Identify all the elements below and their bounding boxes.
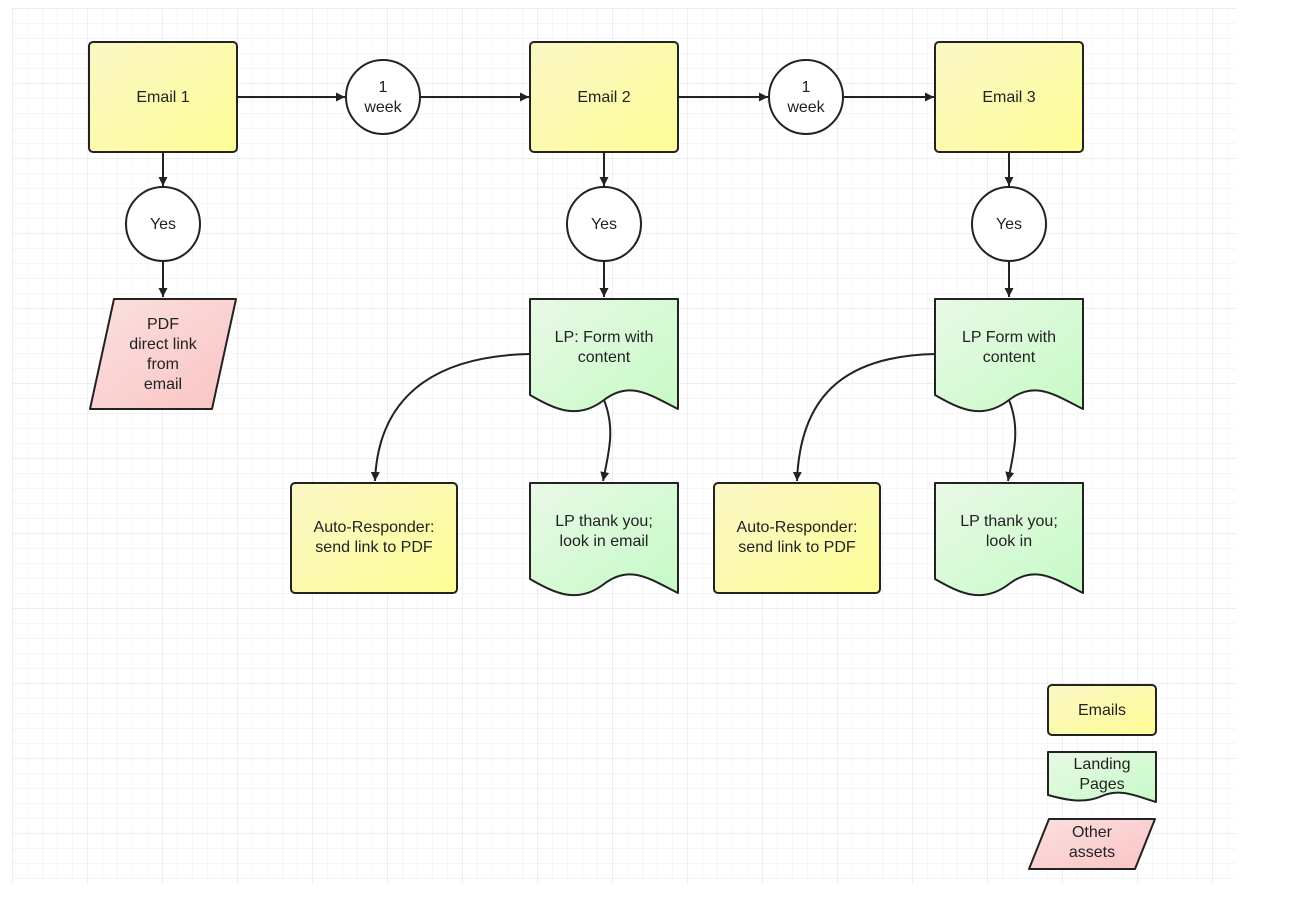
node-lp-form-3[interactable]: LP Form with content xyxy=(934,298,1084,413)
node-wait-1-label-line-1: 1 xyxy=(379,79,388,96)
node-wait-2[interactable]: 1 week xyxy=(768,59,844,135)
node-email-1[interactable]: Email 1 xyxy=(88,41,238,153)
arrow-lpform2-to-autoresponder2[interactable] xyxy=(370,353,531,482)
legend-other-assets-label-line-2: assets xyxy=(1069,844,1115,861)
node-yes-2[interactable]: Yes xyxy=(566,186,642,262)
node-yes-2-label-line-1: Yes xyxy=(591,216,617,233)
node-wait-1[interactable]: 1 week xyxy=(345,59,421,135)
node-lp-form-2-label: LP: Form with content xyxy=(555,329,654,366)
node-yes-3[interactable]: Yes xyxy=(971,186,1047,262)
node-email-1-label-line-1: Email 1 xyxy=(136,89,189,106)
legend-emails: Emails xyxy=(1047,684,1157,736)
node-yes-1[interactable]: Yes xyxy=(125,186,201,262)
node-lp-thanks-3-label-line-2: look in xyxy=(986,533,1032,550)
node-autoresponder-3-label: Auto-Responder: send link to PDF xyxy=(737,519,858,556)
legend-other-assets-label: Other assets xyxy=(1069,824,1115,861)
node-lp-form-3-label: LP Form with content xyxy=(962,329,1056,366)
node-lp-form-3-label-line-1: LP Form with xyxy=(962,329,1056,346)
node-lp-thanks-2-label-line-2: look in email xyxy=(560,533,649,550)
node-wait-1-label: 1 week xyxy=(363,79,402,116)
node-yes-3-label-line-1: Yes xyxy=(996,216,1022,233)
node-pdf-direct-link-label-line-4: email xyxy=(144,376,182,393)
node-pdf-direct-link-label-line-3: from xyxy=(147,356,179,373)
node-wait-1-label-line-2: week xyxy=(363,99,402,116)
node-lp-form-2-label-line-2: content xyxy=(578,349,631,366)
node-pdf-direct-link-label-line-1: PDF xyxy=(147,316,179,333)
grid-major xyxy=(12,8,1236,883)
connectors xyxy=(158,92,1017,482)
node-autoresponder-2[interactable]: Auto-Responder: send link to PDF xyxy=(290,482,458,594)
node-email-3-label: Email 3 xyxy=(982,89,1035,106)
node-lp-thanks-2-label: LP thank you; look in email xyxy=(555,513,653,550)
node-email-2[interactable]: Email 2 xyxy=(529,41,679,153)
legend-other-assets-label-line-1: Other xyxy=(1072,824,1113,841)
node-wait-2-label: 1 week xyxy=(786,79,825,116)
node-lp-thanks-3-label: LP thank you; look in xyxy=(960,513,1058,550)
legend-landing-pages-label-line-2: Pages xyxy=(1079,776,1124,793)
node-autoresponder-3[interactable]: Auto-Responder: send link to PDF xyxy=(713,482,881,594)
legend-other-assets: Other assets xyxy=(1028,818,1156,870)
node-autoresponder-2-label-line-2: send link to PDF xyxy=(315,539,433,556)
node-lp-thanks-3[interactable]: LP thank you; look in xyxy=(934,482,1084,597)
node-autoresponder-2-label-line-1: Auto-Responder: xyxy=(314,519,435,536)
legend-emails-label: Emails xyxy=(1078,702,1126,719)
node-lp-form-2-label-line-1: LP: Form with xyxy=(555,329,654,346)
node-pdf-direct-link-label-line-2: direct link xyxy=(129,336,198,353)
legend-landing-pages-label-line-1: Landing xyxy=(1074,756,1131,773)
arrow-lpform2-to-thanks2[interactable] xyxy=(600,399,612,482)
node-lp-form-3-label-line-2: content xyxy=(983,349,1036,366)
legend-emails-label-line-1: Emails xyxy=(1078,702,1126,719)
node-yes-1-label-line-1: Yes xyxy=(150,216,176,233)
node-autoresponder-2-label: Auto-Responder: send link to PDF xyxy=(314,519,435,556)
node-email-2-label: Email 2 xyxy=(577,89,630,106)
node-email-1-label: Email 1 xyxy=(136,89,189,106)
node-email-3[interactable]: Email 3 xyxy=(934,41,1084,153)
node-yes-3-label: Yes xyxy=(996,216,1022,233)
node-email-3-label-line-1: Email 3 xyxy=(982,89,1035,106)
node-wait-2-label-line-2: week xyxy=(786,99,825,116)
node-lp-form-2[interactable]: LP: Form with content xyxy=(529,298,679,413)
arrow-lpform3-to-thanks3[interactable] xyxy=(1005,399,1017,482)
node-pdf-direct-link[interactable]: PDF direct link from email xyxy=(89,298,237,410)
node-autoresponder-3-label-line-2: send link to PDF xyxy=(738,539,856,556)
node-lp-thanks-2[interactable]: LP thank you; look in email xyxy=(529,482,679,597)
node-pdf-direct-link-label: PDF direct link from email xyxy=(129,316,198,393)
node-autoresponder-3-label-line-1: Auto-Responder: xyxy=(737,519,858,536)
node-lp-thanks-2-label-line-1: LP thank you; xyxy=(555,513,653,530)
node-lp-thanks-3-label-line-1: LP thank you; xyxy=(960,513,1058,530)
node-email-2-label-line-1: Email 2 xyxy=(577,89,630,106)
node-wait-2-label-line-1: 1 xyxy=(802,79,811,96)
arrow-lpform3-to-autoresponder3[interactable] xyxy=(792,353,936,482)
node-yes-2-label: Yes xyxy=(591,216,617,233)
node-yes-1-label: Yes xyxy=(150,216,176,233)
